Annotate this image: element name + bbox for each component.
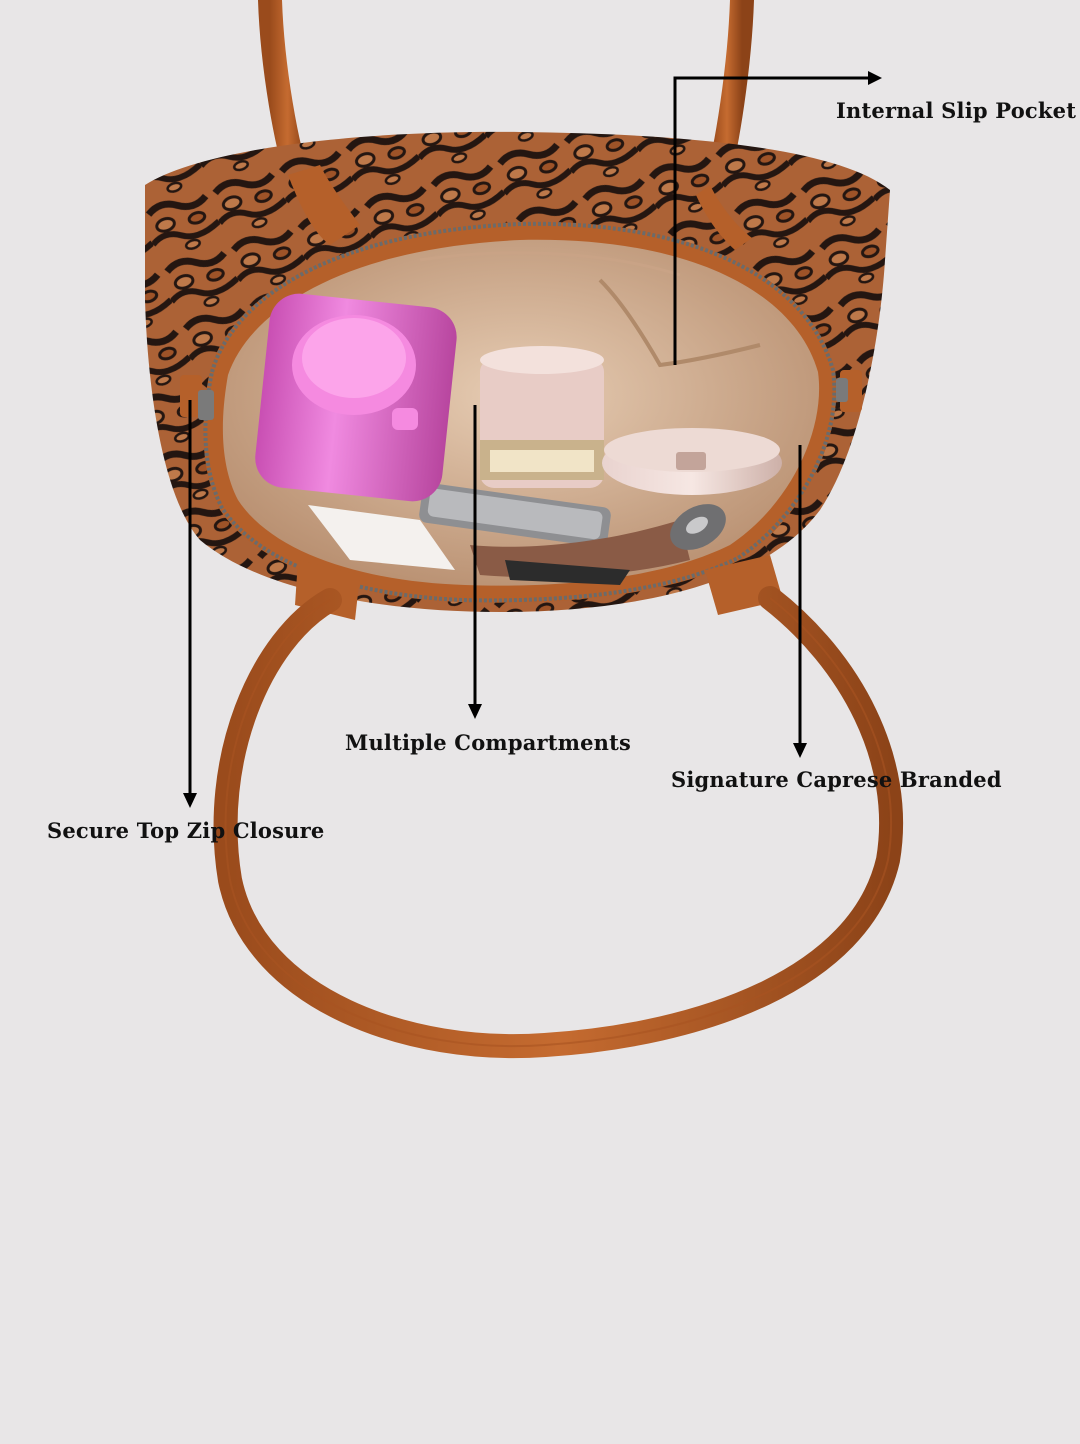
callout-secure-top-zip: Secure Top Zip Closure	[47, 818, 325, 843]
callout-internal-slip-pocket: Internal Slip Pocket	[836, 98, 1077, 123]
callout-multiple-compartments: Multiple Compartments	[345, 730, 632, 755]
callout-arrows	[183, 71, 882, 808]
arrowhead-zip	[183, 793, 197, 808]
bag-contents	[255, 293, 782, 585]
arrowhead-slip-pocket	[868, 71, 882, 85]
callout-signature-branded: Signature Caprese Branded	[671, 767, 1002, 792]
arrowhead-signature	[793, 743, 807, 758]
arrowhead-compartments	[468, 704, 482, 719]
arrow-slip-pocket	[673, 76, 868, 365]
